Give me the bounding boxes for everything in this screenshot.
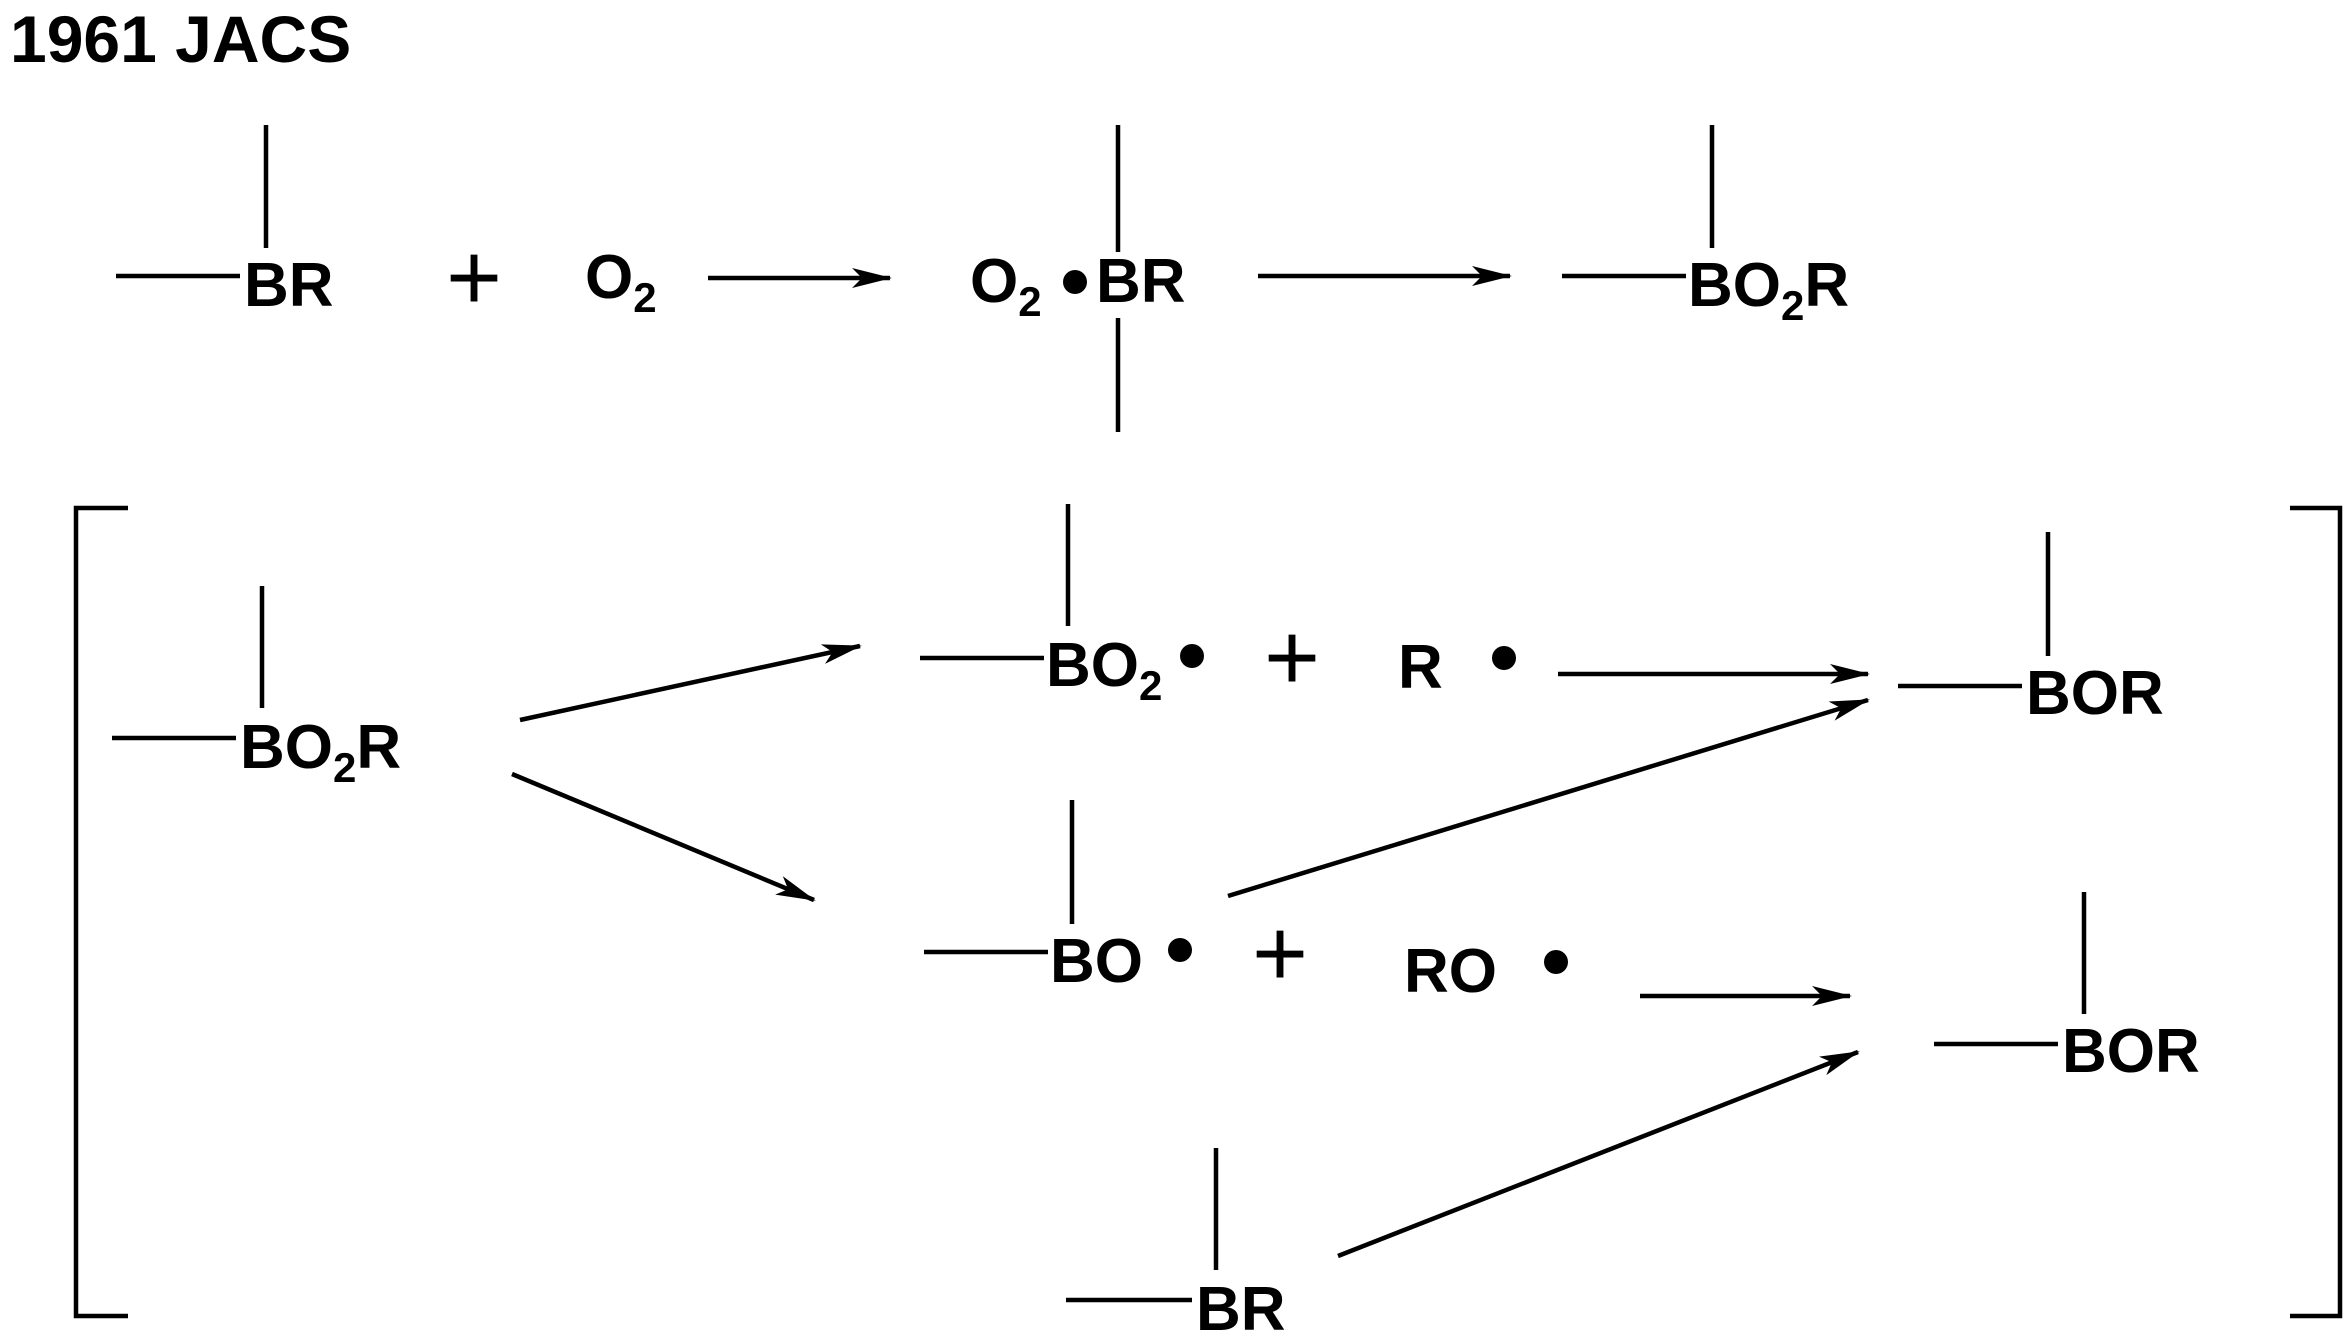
svg-text:RO: RO bbox=[1404, 937, 1497, 1006]
trialkylborane-reactant: BR bbox=[116, 125, 334, 320]
alkylperoxyborane-product: BO2R bbox=[1562, 125, 1849, 329]
svg-text:BR: BR bbox=[1096, 247, 1186, 316]
boryloxy-radical: BO bbox=[924, 800, 1192, 996]
radical-dot bbox=[1063, 270, 1087, 294]
arrow-oxy-radical-to-borinate bbox=[1227, 697, 1870, 899]
svg-text:O2: O2 bbox=[585, 243, 657, 321]
svg-text:BR: BR bbox=[244, 251, 334, 320]
arrow-to-oxy-radical bbox=[511, 771, 816, 903]
svg-text:BO: BO bbox=[1050, 927, 1143, 996]
radical-dot bbox=[1544, 950, 1568, 974]
oxygen-molecule: O2 bbox=[585, 243, 657, 321]
right-bracket bbox=[2290, 505, 2343, 1319]
alkoxy-radical: RO bbox=[1404, 937, 1568, 1006]
trialkylborane-bottom: BR bbox=[1066, 1148, 1286, 1344]
borinate-ester-2: BOR bbox=[1934, 892, 2200, 1086]
radical-dot bbox=[1180, 644, 1204, 668]
radical-dot bbox=[1492, 646, 1516, 670]
svg-text:O2: O2 bbox=[970, 247, 1042, 325]
arrow-to-peroxy-radical bbox=[519, 643, 862, 723]
borylperoxy-radical: BO2 bbox=[920, 504, 1204, 709]
radical-dot bbox=[1168, 938, 1192, 962]
alkyl-radical: R bbox=[1398, 633, 1516, 702]
arrow-borane-to-borinate bbox=[1337, 1049, 1860, 1259]
svg-text:BOR: BOR bbox=[2062, 1017, 2200, 1086]
svg-text:BOR: BOR bbox=[2026, 659, 2164, 728]
borinate-ester-1: BOR bbox=[1898, 532, 2164, 728]
svg-text:BO2R: BO2R bbox=[1688, 251, 1849, 329]
plus-sign-mid-1: + bbox=[1264, 604, 1320, 711]
oxygen-borane-complex: O2 BR bbox=[970, 125, 1186, 432]
svg-text:BO2: BO2 bbox=[1046, 631, 1162, 709]
plus-sign-mid-2: + bbox=[1252, 900, 1308, 1007]
svg-text:BO2R: BO2R bbox=[240, 713, 401, 791]
svg-text:R: R bbox=[1398, 633, 1443, 702]
left-bracket bbox=[73, 505, 128, 1319]
alkylperoxyborane-intermediate: BO2R bbox=[112, 586, 401, 791]
svg-text:BR: BR bbox=[1196, 1275, 1286, 1344]
scheme-title: 1961 JACS bbox=[10, 2, 351, 76]
plus-sign-top: + bbox=[446, 224, 502, 331]
